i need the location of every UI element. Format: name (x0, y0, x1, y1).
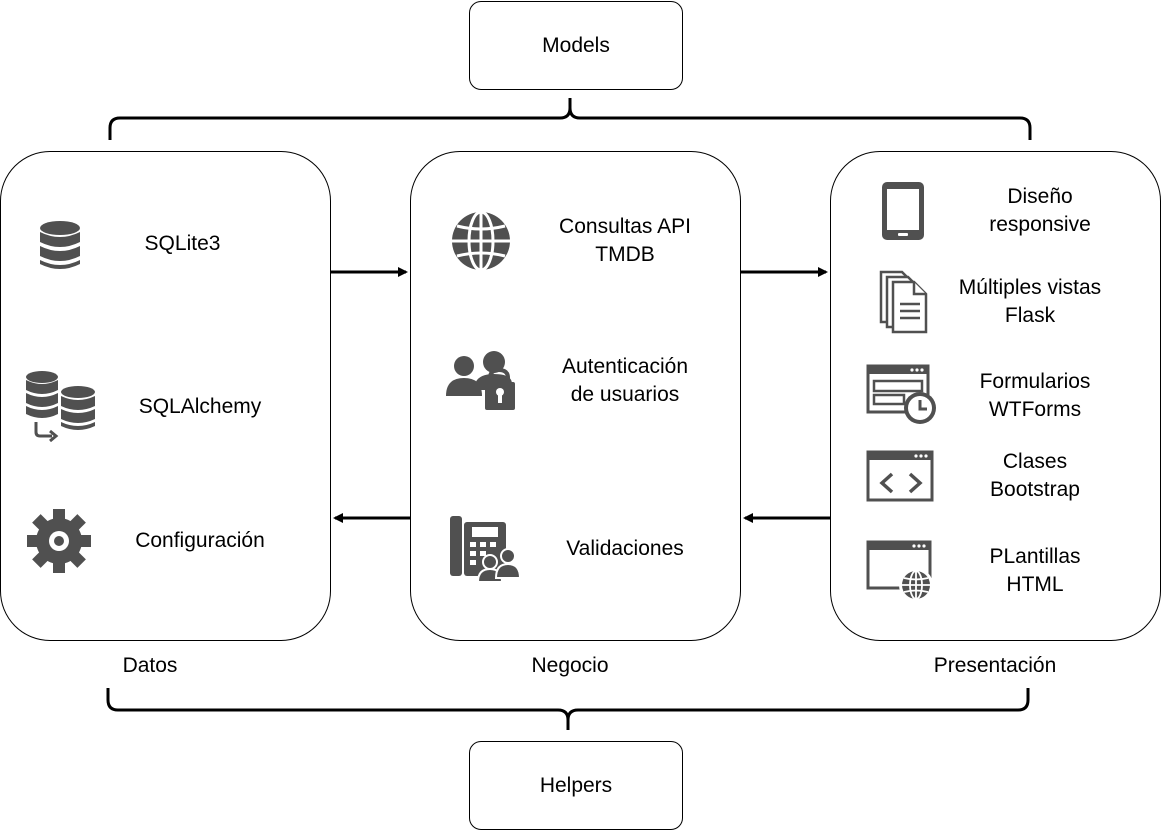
sqlalchemy-label: SQLAlchemy (138, 395, 262, 418)
database-icon (38, 220, 82, 272)
phone-user-icon (448, 514, 522, 582)
validaciones-label: Validaciones (566, 537, 684, 560)
documents-icon (878, 268, 930, 334)
browser-globe-icon (866, 540, 938, 604)
diseno-responsive-label: Diseño responsive (960, 183, 1120, 239)
presentacion-caption: Presentación (933, 654, 1057, 677)
models-brace (108, 98, 1032, 140)
clases-bootstrap-label: Clases Bootstrap (955, 448, 1115, 504)
browser-clock-icon (866, 364, 940, 426)
multiples-vistas-line2: Flask (1004, 304, 1056, 327)
formularios-label: Formularios WTForms (955, 368, 1115, 424)
autenticacion-label: Autenticación de usuarios (535, 353, 715, 409)
clases-line2: Bootstrap (990, 478, 1080, 501)
users-lock-icon (444, 350, 520, 412)
browser-code-icon (866, 450, 936, 502)
clases-line1: Clases (1002, 450, 1068, 473)
database-transfer-icon (24, 370, 98, 442)
plantillas-html-label: PLantillas HTML (955, 543, 1115, 599)
tablet-icon (880, 180, 926, 242)
formularios-line1: Formularios (979, 370, 1091, 393)
multiples-vistas-label: Múltiples vistas Flask (940, 274, 1120, 330)
datos-caption: Datos (122, 654, 178, 677)
diseno-line2: responsive (989, 213, 1091, 236)
plantillas-line2: HTML (1006, 573, 1064, 596)
models-label: Models (542, 33, 610, 57)
formularios-line2: WTForms (988, 398, 1082, 421)
multiples-vistas-line1: Múltiples vistas (958, 276, 1102, 299)
globe-icon (450, 210, 512, 272)
consultas-api-line1: Consultas API (559, 215, 691, 238)
sqlite3-label: SQLite3 (144, 232, 221, 255)
autenticacion-line2: de usuarios (570, 383, 680, 406)
configuracion-label: Configuración (135, 529, 265, 552)
models-box: Models (469, 1, 683, 90)
negocio-caption: Negocio (531, 654, 609, 677)
consultas-api-label: Consultas API TMDB (535, 213, 715, 269)
plantillas-line1: PLantillas (989, 545, 1081, 568)
gear-icon (26, 508, 92, 574)
autenticacion-line1: Autenticación (561, 355, 689, 378)
consultas-api-line2: TMDB (595, 243, 655, 266)
helpers-brace (106, 688, 1030, 730)
helpers-label: Helpers (539, 773, 613, 797)
diseno-line1: Diseño (1007, 185, 1073, 208)
helpers-box: Helpers (469, 741, 683, 830)
